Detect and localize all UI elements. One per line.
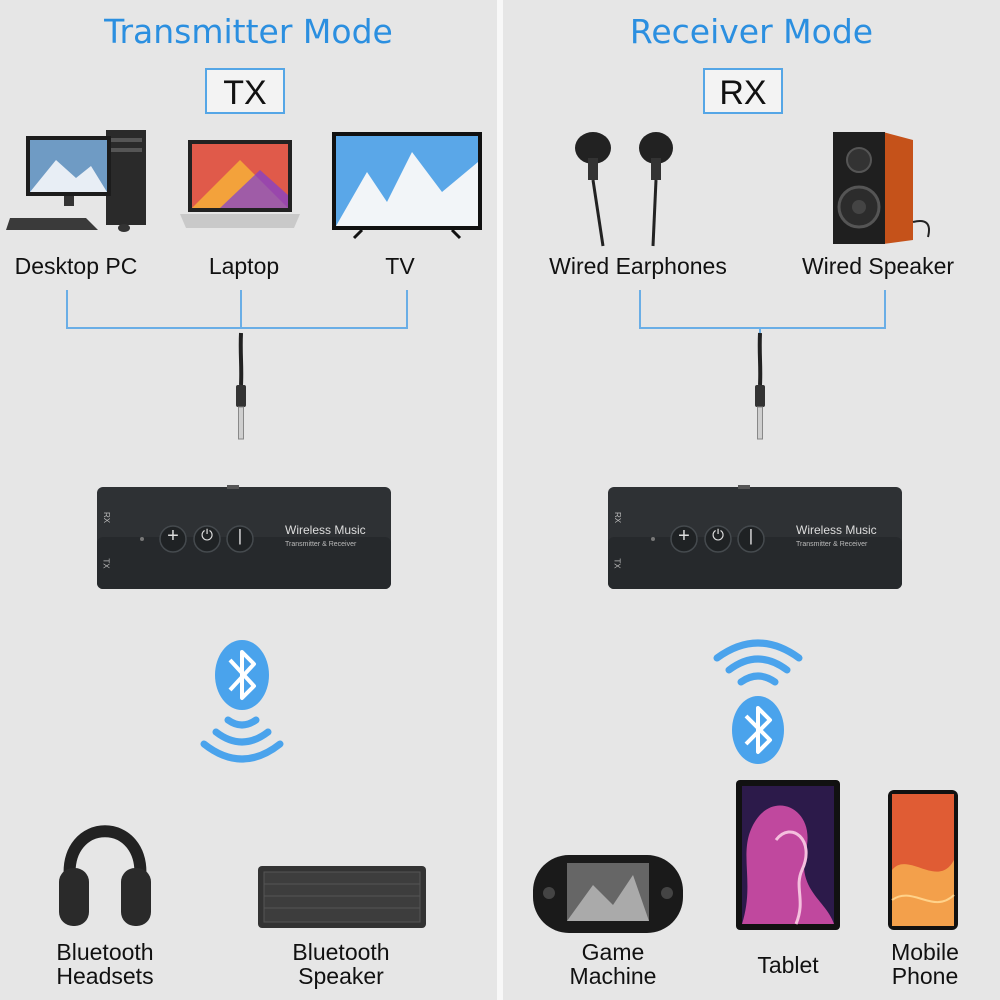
power-button[interactable]: ⏻ (712, 527, 724, 544)
volume-up-button[interactable]: + (678, 525, 690, 547)
tv-icon (332, 132, 482, 240)
tx-marking: TX (101, 558, 111, 569)
device-name: Wireless Music (796, 523, 877, 537)
volume-down-button[interactable]: | (237, 526, 243, 545)
connection-bracket-rx (639, 290, 886, 440)
volume-up-button[interactable]: + (167, 525, 179, 547)
desktop-pc-icon (6, 130, 146, 232)
wired-speaker-label: Wired Speaker (801, 253, 955, 279)
tx-marking: TX (612, 558, 622, 569)
desktop-pc-label: Desktop PC (14, 253, 138, 279)
tablet-icon (736, 780, 840, 930)
bluetooth-speaker-icon (258, 866, 426, 928)
receiver-mode-title: Receiver Mode (629, 12, 874, 51)
power-button[interactable]: ⏻ (201, 527, 213, 544)
transmitter-panel: Transmitter Mode TX Desktop PC Laptop TV (0, 0, 497, 1000)
bluetooth-icon (713, 639, 803, 764)
headphones-icon (59, 825, 151, 926)
phone-icon (888, 790, 958, 930)
laptop-icon (180, 140, 300, 228)
connection-bracket (66, 290, 408, 440)
rx-badge: RX (703, 68, 783, 114)
rx-marking: RX (102, 511, 112, 524)
game-machine-label: Game Machine (569, 939, 657, 989)
volume-down-button[interactable]: | (748, 526, 754, 545)
bluetooth-adapter-device: RX TX + ⏻ | Wireless Music Transmitter &… (97, 485, 391, 590)
receiver-panel: Receiver Mode RX Wired Earphones Wired S… (503, 0, 1000, 1000)
game-console-icon (533, 855, 683, 933)
earphones-icon (575, 132, 673, 247)
panel-divider (497, 0, 503, 1000)
transmitter-mode-title: Transmitter Mode (104, 12, 393, 51)
device-subtitle: Transmitter & Receiver (796, 541, 868, 548)
bluetooth-icon (200, 640, 284, 763)
tablet-label: Tablet (757, 952, 819, 978)
laptop-label: Laptop (208, 253, 280, 279)
tx-badge: TX (205, 68, 285, 114)
device-name: Wireless Music (285, 523, 366, 537)
mobile-phone-label: Mobile Phone (891, 939, 959, 989)
bluetooth-headsets-label: Bluetooth Headsets (56, 939, 154, 989)
rx-marking: RX (613, 511, 623, 524)
bluetooth-adapter-device-rx: RX TX + ⏻ | Wireless Music Transmitter &… (608, 485, 902, 590)
tv-label: TV (385, 253, 415, 279)
wired-earphones-label: Wired Earphones (549, 253, 727, 279)
device-subtitle: Transmitter & Receiver (285, 541, 357, 548)
speaker-icon (833, 132, 930, 244)
bluetooth-speaker-label: Bluetooth Speaker (292, 939, 390, 989)
